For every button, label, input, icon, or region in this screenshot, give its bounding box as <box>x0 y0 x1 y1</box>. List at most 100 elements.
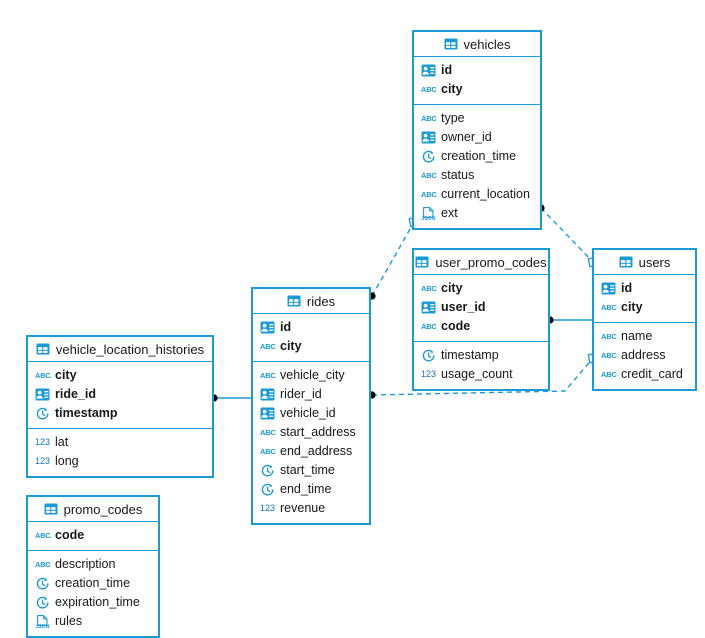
abc-string-type-icon: ABC <box>35 560 51 569</box>
column-name: city <box>55 368 77 383</box>
abc-string-type-icon: ABC <box>35 531 51 540</box>
table-header-vehicles[interactable]: vehicles <box>414 32 540 57</box>
column-vehicle_location_histories-timestamp[interactable]: timestamp <box>35 404 205 423</box>
table-header-user_promo_codes[interactable]: user_promo_codes <box>414 250 548 275</box>
column-vehicles-owner_id[interactable]: owner_id <box>421 128 533 147</box>
table-header-vehicle_location_histories[interactable]: vehicle_location_histories <box>28 337 212 362</box>
123-numeric-type-icon: 123 <box>35 437 51 447</box>
table-header-rides[interactable]: rides <box>253 289 369 314</box>
column-name: city <box>441 281 463 296</box>
abc-string-type-icon: ABC <box>260 371 276 380</box>
column-rides-id[interactable]: id <box>260 318 362 337</box>
column-promo_codes-creation_time[interactable]: creation_time <box>35 574 151 593</box>
abc-string-type-icon: ABC <box>421 322 437 331</box>
123-numeric-type-icon: 123 <box>421 369 437 379</box>
column-rides-vehicle_id[interactable]: vehicle_id <box>260 404 362 423</box>
table-header-promo_codes[interactable]: promo_codes <box>28 497 158 522</box>
column-name: address <box>621 348 666 363</box>
table-name: users <box>638 254 671 270</box>
table-name: vehicle_location_histories <box>55 341 205 357</box>
id-badge-type-icon <box>421 131 436 144</box>
column-vehicle_location_histories-ride_id[interactable]: ride_id <box>35 385 205 404</box>
column-name: status <box>441 168 475 183</box>
column-name: vehicle_id <box>280 406 336 421</box>
column-name: name <box>621 329 653 344</box>
table-header-users[interactable]: users <box>594 250 695 275</box>
abc-string-type-icon: ABC <box>601 370 617 379</box>
column-vehicles-id[interactable]: id <box>421 61 533 80</box>
column-user_promo_codes-timestamp[interactable]: timestamp <box>421 346 541 365</box>
column-promo_codes-expiration_time[interactable]: expiration_time <box>35 593 151 612</box>
id-badge-type-icon <box>601 282 616 295</box>
column-name: start_time <box>280 463 335 478</box>
clock-timestamp-type-icon <box>421 349 436 363</box>
table-name: rides <box>306 293 336 309</box>
clock-timestamp-type-icon <box>421 150 436 164</box>
json-document-type-icon: JSON <box>35 614 50 629</box>
clock-timestamp-type-icon <box>35 577 50 591</box>
column-vehicles-creation_time[interactable]: creation_time <box>421 147 533 166</box>
relationship-vehicle-location-histories-rides[interactable] <box>210 394 251 402</box>
table-name: user_promo_codes <box>435 254 547 270</box>
id-badge-type-icon <box>421 301 436 314</box>
clock-timestamp-type-icon <box>260 464 275 478</box>
table-name: promo_codes <box>63 501 143 517</box>
column-name: end_time <box>280 482 332 497</box>
column-users-id[interactable]: id <box>601 279 688 298</box>
column-rides-end_time[interactable]: end_time <box>260 480 362 499</box>
id-badge-type-icon <box>260 321 275 334</box>
column-vehicle_location_histories-city[interactable]: ABC city <box>35 366 205 385</box>
column-name: id <box>280 320 292 335</box>
column-rides-rider_id[interactable]: rider_id <box>260 385 362 404</box>
table-grid-icon <box>44 503 58 515</box>
abc-string-type-icon: ABC <box>601 332 617 341</box>
table-grid-icon <box>444 38 458 50</box>
column-vehicles-type[interactable]: ABC type <box>421 109 533 128</box>
column-user_promo_codes-city[interactable]: ABC city <box>421 279 541 298</box>
abc-string-type-icon: ABC <box>260 342 276 351</box>
relationship-user-promo-codes-users[interactable] <box>546 316 592 324</box>
table-grid-icon <box>287 295 301 307</box>
column-name: end_address <box>280 444 353 459</box>
abc-string-type-icon: ABC <box>421 114 437 123</box>
column-name: user_id <box>441 300 486 315</box>
abc-string-type-icon: ABC <box>260 428 276 437</box>
column-user_promo_codes-user_id[interactable]: user_id <box>421 298 541 317</box>
json-document-type-icon: JSON <box>421 206 436 221</box>
id-badge-type-icon <box>260 407 275 420</box>
column-rides-start_time[interactable]: start_time <box>260 461 362 480</box>
abc-string-type-icon: ABC <box>35 371 51 380</box>
column-users-name[interactable]: ABC name <box>601 327 688 346</box>
abc-string-type-icon: ABC <box>421 284 437 293</box>
column-name: type <box>441 111 465 126</box>
